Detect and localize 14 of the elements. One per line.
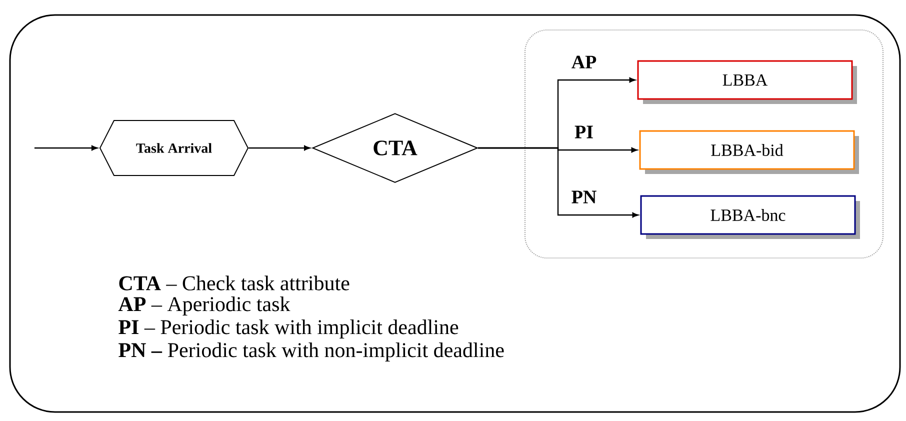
tag-hexagon: Task Arrival	[99, 120, 249, 176]
arrow	[248, 145, 310, 151]
edge-label: PN	[572, 190, 596, 204]
edge-label: PI	[574, 126, 593, 138]
arrow	[478, 147, 638, 218]
process-box: LBBA-bid	[639, 130, 859, 174]
legend-text: AP – Aperiodic task	[118, 296, 290, 316]
legend-text: PI – Periodic task with implicit deadline	[118, 319, 458, 339]
legend-text: CTA – Check task attribute	[119, 276, 350, 290]
edge-label: AP	[572, 56, 596, 68]
arrow	[34, 145, 98, 151]
process-box: LBBA	[637, 60, 857, 104]
process-box: LBBA-bnc	[640, 195, 860, 239]
legend-text: PN – Periodic task with non-implicit deadline	[118, 342, 504, 362]
